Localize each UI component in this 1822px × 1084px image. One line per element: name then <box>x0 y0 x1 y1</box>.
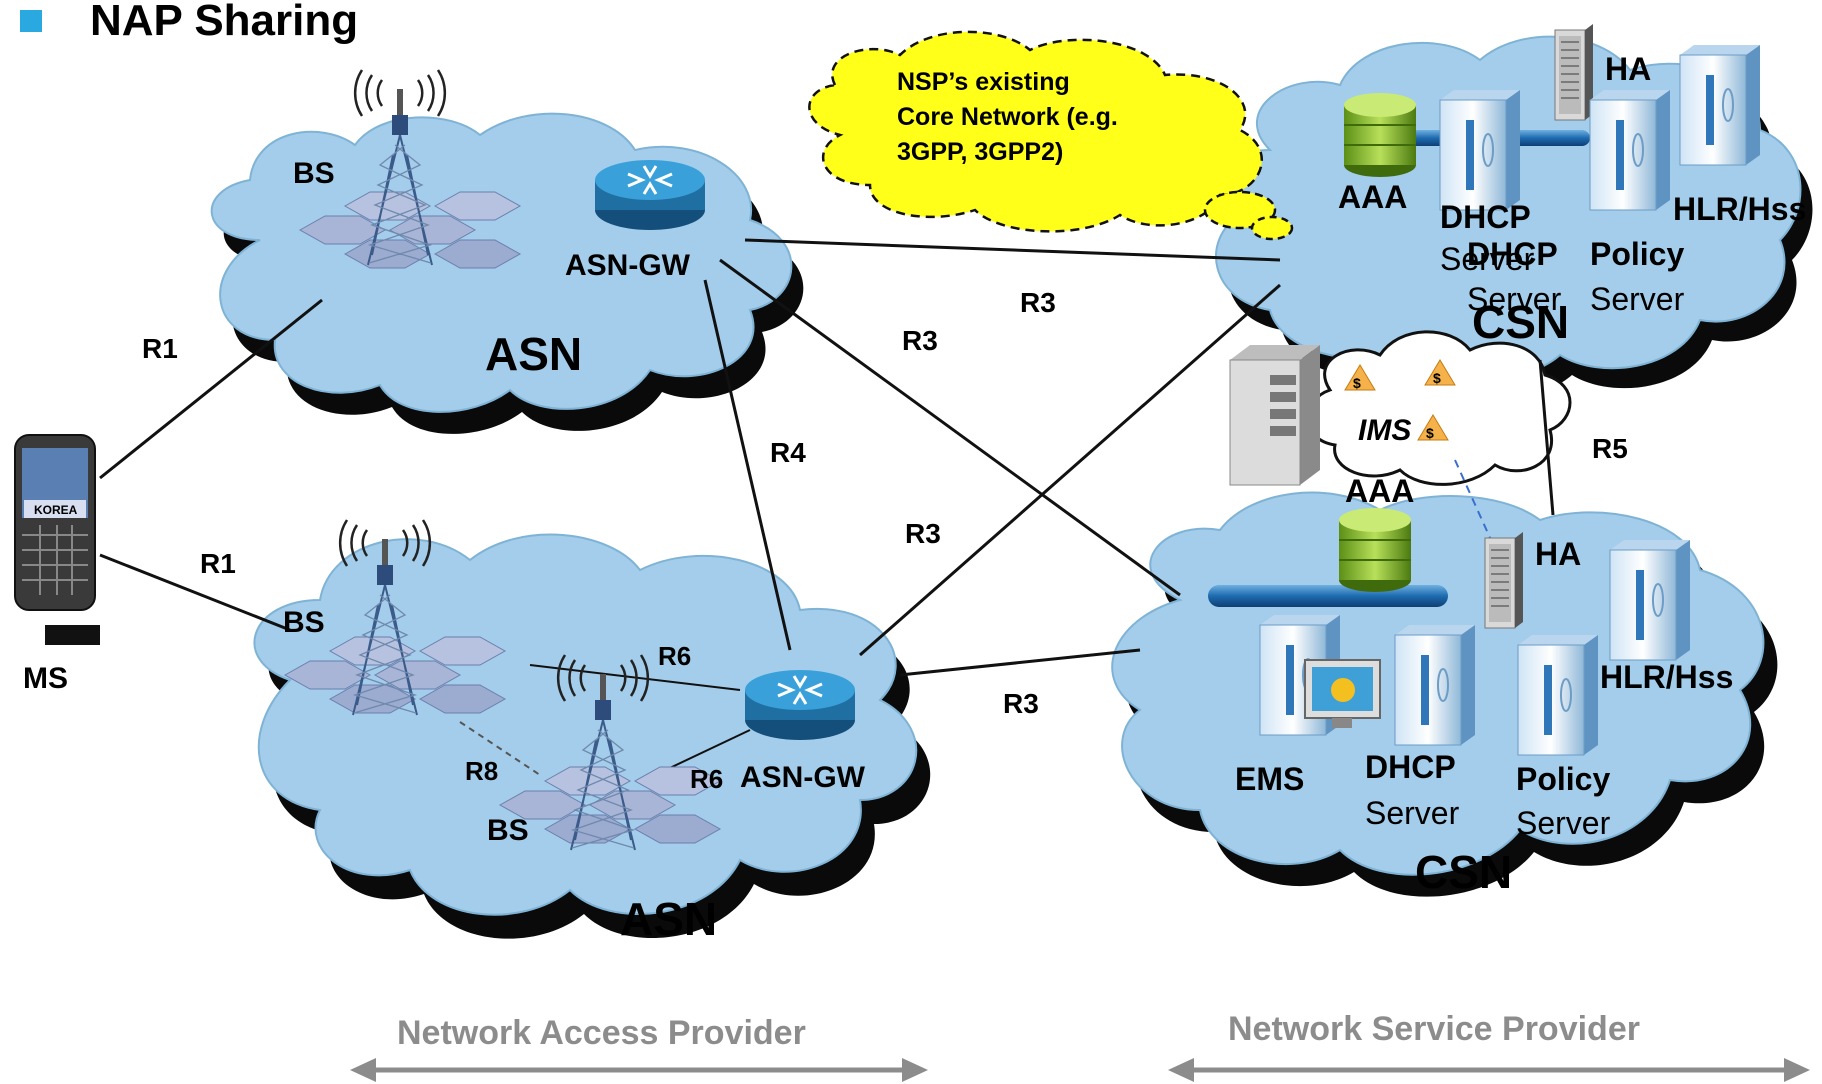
r1-bottom-line <box>99 553 291 632</box>
server-icon <box>1589 89 1671 211</box>
nap-label: Network Access Provider <box>397 1014 806 1052</box>
r3-asngw2-csn-bottom <box>899 648 1141 677</box>
asngw-top-label: ASN-GW <box>565 249 691 282</box>
mobile-phone-icon: KOREA <box>14 434 100 645</box>
ha-server-icon <box>1554 23 1594 121</box>
arrow-left-icon <box>350 1058 376 1082</box>
csn-bot-ha-label: HA <box>1535 536 1581 572</box>
arrow-right-icon <box>1784 1058 1810 1082</box>
svg-text:$: $ <box>1353 375 1361 391</box>
router-icon <box>743 668 857 742</box>
connection-lines <box>99 238 1555 776</box>
ha-server-icon <box>1484 531 1524 629</box>
server-icon <box>1609 539 1691 661</box>
csn-top-hlr-label: HLR/Hss <box>1673 191 1806 227</box>
csn-bot-dhcp-label: DHCP <box>1365 749 1456 785</box>
asngw-bottom-label: ASN-GW <box>740 761 866 794</box>
core-line-2: Core Network (e.g. <box>897 103 1118 131</box>
bs-top-label: BS <box>293 157 335 190</box>
csn-bot-policy-label: Policy <box>1516 761 1610 797</box>
slide-title: NAP Sharing <box>90 0 358 45</box>
server-icon <box>1517 634 1599 756</box>
r3-label-b: R3 <box>902 325 938 356</box>
r4-label: R4 <box>770 437 806 468</box>
r3-asngw-csn-bottom <box>719 258 1181 597</box>
csn-top-dhcp2-label: DHCP <box>1467 236 1558 272</box>
csn-bot-hlr-label: HLR/Hss <box>1600 659 1733 695</box>
ms-label: MS <box>23 662 68 695</box>
nap-footer: Network Access Provider <box>350 1014 928 1082</box>
r5-line <box>1538 359 1555 516</box>
pc-server-icon <box>1229 345 1320 486</box>
csn-bot-ems-label: EMS <box>1235 761 1304 797</box>
router-icon <box>593 158 707 232</box>
asn-bottom-cloud: ASN <box>253 533 931 945</box>
csn-bot-policy-server: Server <box>1516 805 1611 841</box>
r6-label-a: R6 <box>658 641 691 671</box>
asn-bottom-label: ASN <box>620 893 717 945</box>
nsp-label: Network Service Provider <box>1228 1010 1640 1048</box>
nsp-footer: Network Service Provider <box>1168 1010 1810 1082</box>
csn-top-dhcp2-server: Server <box>1467 281 1562 317</box>
r3-label-a: R3 <box>1020 287 1056 318</box>
r8-label: R8 <box>465 756 498 786</box>
core-network-cloud: NSP’s existing Core Network (e.g. 3GPP, … <box>808 30 1294 241</box>
csn-top-aaa-label: AAA <box>1338 179 1407 215</box>
csn-top-label: CSN <box>1472 296 1569 348</box>
csn-bottom-pipe <box>1208 585 1448 607</box>
csn-top-policy-server: Server <box>1590 281 1685 317</box>
r3-asngw2-csn-top <box>859 283 1281 657</box>
r4-line <box>703 279 792 651</box>
svg-text:$: $ <box>1433 370 1441 386</box>
csn-bot-dhcp-server: Server <box>1365 795 1460 831</box>
r1-top-line <box>99 298 323 480</box>
ims-cloud: IMS $ $ $ <box>1306 330 1572 486</box>
bs-top: BS <box>293 68 521 269</box>
bs-bottom-left: BS <box>283 518 506 717</box>
bs-bottom-right-label: BS <box>487 814 529 847</box>
csn-top-devices <box>1343 23 1761 211</box>
core-line-3: 3GPP, 3GPP2) <box>897 138 1063 166</box>
r6-label-b: R6 <box>690 764 723 794</box>
reference-labels: R1 R1 R3 R3 R3 R3 R4 R5 R6 R6 R8 <box>142 287 1628 794</box>
r6-line-a <box>529 664 741 691</box>
r3-asngw-csn-top <box>744 238 1281 262</box>
r3-label-d: R3 <box>1003 688 1039 719</box>
asngw-top: ASN-GW <box>565 158 707 282</box>
csn-top-dhcp1-server: Server <box>1440 241 1535 277</box>
monitor-icon <box>1304 659 1381 728</box>
dollar-icon: $ $ $ <box>1344 359 1456 441</box>
svg-text:$: $ <box>1426 425 1434 441</box>
server-icon <box>1439 89 1521 211</box>
asn-top-label: ASN <box>485 328 582 380</box>
arrow-right-icon <box>902 1058 928 1082</box>
bs-bottom-right: BS <box>487 653 721 852</box>
r1-bottom-label: R1 <box>200 548 236 579</box>
server-icon <box>1679 44 1761 166</box>
csn-top-dhcp1-label: DHCP <box>1440 199 1531 235</box>
database-icon <box>1343 92 1417 178</box>
asngw-bottom: ASN-GW <box>740 668 866 794</box>
r5-label: R5 <box>1592 433 1628 464</box>
ims-aaa-label: AAA <box>1345 473 1414 509</box>
csn-bottom-devices <box>1208 507 1691 756</box>
database-icon <box>1338 507 1412 593</box>
bs-bottom-left-label: BS <box>283 606 325 639</box>
csn-top-policy-label: Policy <box>1590 236 1684 272</box>
bullet-square <box>20 10 42 32</box>
ims-label: IMS <box>1358 414 1411 447</box>
csn-top-ha-label: HA <box>1605 51 1651 87</box>
core-line-1: NSP’s existing <box>897 68 1070 96</box>
r3-label-c: R3 <box>905 518 941 549</box>
server-icon <box>1394 624 1476 746</box>
svg-text:KOREA: KOREA <box>34 503 78 517</box>
arrow-left-icon <box>1168 1058 1194 1082</box>
r1-top-label: R1 <box>142 333 178 364</box>
csn-bottom-label: CSN <box>1415 846 1512 898</box>
r8-line <box>459 721 541 776</box>
